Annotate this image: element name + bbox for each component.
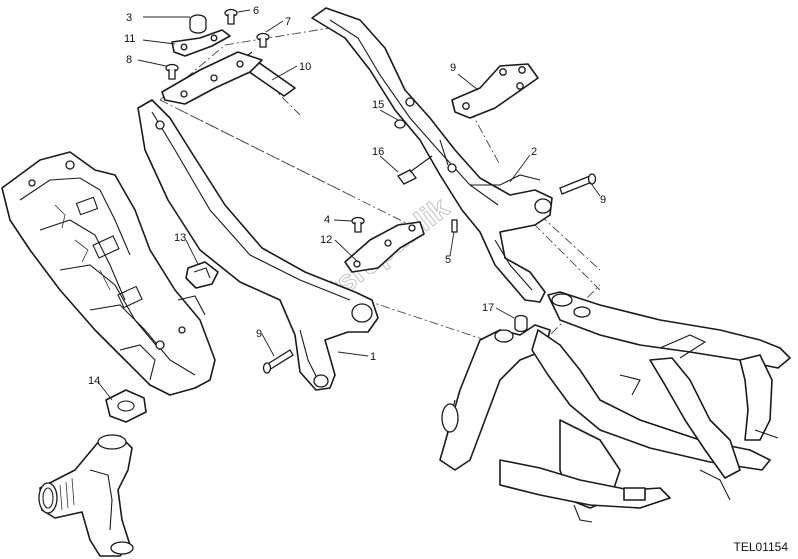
leader-lines	[97, 9, 601, 401]
pipe-assembly[interactable]	[38, 434, 134, 557]
drawing-code: TEL01154	[733, 540, 789, 554]
callout-7: 7	[285, 16, 291, 28]
under-tray-assembly[interactable]	[1, 151, 216, 396]
callout-9-left: 9	[256, 328, 262, 340]
bracket-part-13[interactable]	[344, 221, 425, 273]
callout-10: 9	[450, 62, 456, 74]
callout-17: 16	[372, 146, 384, 158]
grommet-part-3[interactable]	[189, 14, 207, 34]
callout-9-right: 9	[600, 194, 606, 206]
callout-2: 2	[531, 146, 537, 158]
bolt-part-9-left[interactable]	[262, 349, 294, 374]
callout-numbers: 3 6 7 11 8 10 9 15 16 2 9 4 12 5 13 1 9 …	[88, 5, 606, 387]
upper-mounting-plate[interactable]	[161, 51, 263, 105]
callout-11: 10	[299, 61, 311, 73]
bolt-part-9-right[interactable]	[559, 173, 597, 195]
callout-5: 5	[445, 254, 451, 266]
callout-1: 1	[370, 351, 376, 363]
bolt-part-8[interactable]	[165, 63, 179, 80]
callout-15: 14	[88, 375, 100, 387]
rear-subframe-right-part-2[interactable]	[311, 7, 553, 303]
callout-3: 3	[126, 12, 132, 24]
pad-part-14[interactable]	[185, 261, 219, 289]
bolt-part-16[interactable]	[394, 119, 406, 129]
bracket-part-12[interactable]	[171, 29, 231, 57]
callout-18: 17	[482, 302, 494, 314]
bolt-part-5[interactable]	[451, 219, 458, 233]
bolt-part-6[interactable]	[224, 8, 238, 25]
pad-part-15[interactable]	[105, 389, 147, 423]
callout-13: 12	[320, 234, 332, 246]
callout-8: 8	[126, 54, 132, 66]
bolt-part-4[interactable]	[351, 216, 365, 233]
bracket-part-10[interactable]	[451, 63, 539, 119]
callout-12: 11	[124, 33, 135, 45]
bushing-part-18[interactable]	[514, 314, 528, 333]
callout-14: 13	[174, 232, 186, 244]
callout-16: 15	[372, 99, 384, 111]
callout-4: 4	[324, 214, 330, 226]
callout-6: 6	[253, 5, 259, 17]
main-tubular-frame[interactable]	[439, 291, 791, 523]
rear-subframe-left-part-1[interactable]	[137, 99, 379, 391]
bolt-part-7[interactable]	[256, 32, 270, 48]
clip-part-17[interactable]	[397, 155, 433, 185]
